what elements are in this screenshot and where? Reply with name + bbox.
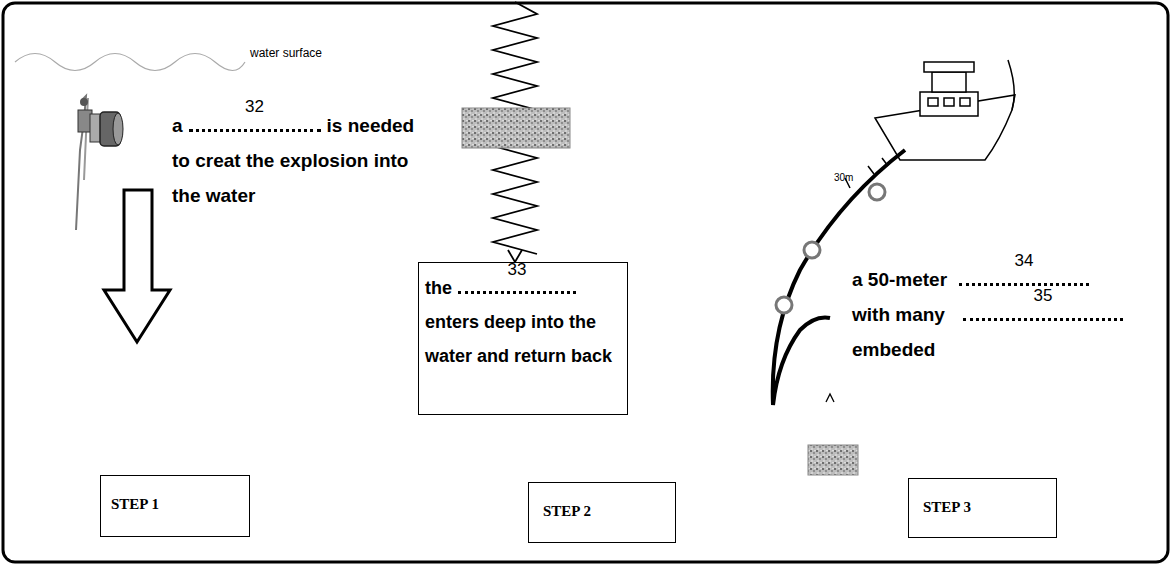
arrow-head xyxy=(826,394,834,402)
answer-blank: 33 xyxy=(458,272,576,294)
callout-number: 35 xyxy=(963,286,1123,306)
text: a xyxy=(172,115,183,136)
step1-text: a 32is needed to creat the explosion into… xyxy=(172,108,422,213)
water-surface-label: water surface xyxy=(250,46,322,60)
water-wave xyxy=(15,54,245,71)
line: embeded xyxy=(852,332,1164,367)
down-arrow xyxy=(104,190,170,342)
answer-blank: 34 xyxy=(959,263,1089,286)
text: is needed to creat the explosion into th… xyxy=(172,115,414,206)
step-label: STEP 3 xyxy=(923,499,1048,516)
text: enters deep into the water and return ba… xyxy=(425,312,612,366)
step-box: STEP 1 xyxy=(100,475,250,537)
seabed-layer xyxy=(462,108,570,148)
step-label: STEP 1 xyxy=(111,496,241,513)
step3-text: a 50-meter 34 with many 35 embeded xyxy=(852,262,1164,367)
callout-number: 34 xyxy=(959,251,1089,271)
step-label: STEP 2 xyxy=(543,503,667,520)
text: a 50-meter xyxy=(852,269,947,290)
text: the xyxy=(425,278,452,298)
callout-number: 33 xyxy=(458,260,576,280)
step-box: STEP 2 xyxy=(528,482,676,543)
distance-label: 30m xyxy=(834,172,853,183)
text-box: the 33 enters deep into the water and retu… xyxy=(418,262,628,415)
frame xyxy=(3,3,1168,562)
water-surface-label: water surface xyxy=(250,46,322,60)
text: with many xyxy=(852,304,945,325)
text: embeded xyxy=(852,339,935,360)
seabed-layer xyxy=(808,445,858,475)
callout-number: 32 xyxy=(189,97,321,117)
explosive-device xyxy=(76,96,123,230)
step-box: STEP 3 xyxy=(908,478,1057,538)
line: with many 35 xyxy=(852,297,1164,332)
answer-blank: 32 xyxy=(189,109,321,132)
answer-blank: 35 xyxy=(963,298,1123,321)
line: a 50-meter 34 xyxy=(852,262,1164,297)
boat xyxy=(875,60,1015,160)
distance-label: 30m xyxy=(834,172,853,183)
